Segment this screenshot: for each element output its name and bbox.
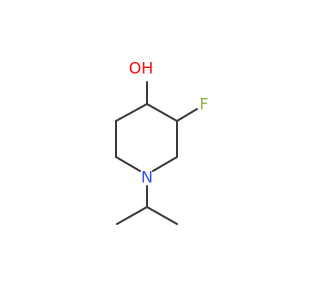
bonds bbox=[115, 81, 198, 225]
molecule-drawing: OH F N bbox=[115, 59, 209, 225]
structure-canvas: OH F N bbox=[115, 59, 209, 225]
bond-c2-n1 bbox=[152, 156, 178, 172]
bond-ch-ch3-left bbox=[116, 206, 148, 225]
nitrogen-label: N bbox=[141, 168, 153, 187]
atom-labels: OH F N bbox=[129, 59, 209, 187]
bond-ch-ch3-right bbox=[146, 206, 178, 225]
bond-n1-c6 bbox=[115, 156, 141, 172]
bond-c3-f bbox=[176, 108, 198, 122]
bond-c5-c4 bbox=[115, 103, 148, 122]
hydroxyl-label: OH bbox=[129, 59, 154, 78]
bond-c4-c3 bbox=[146, 103, 178, 122]
fluorine-label: F bbox=[199, 95, 208, 114]
